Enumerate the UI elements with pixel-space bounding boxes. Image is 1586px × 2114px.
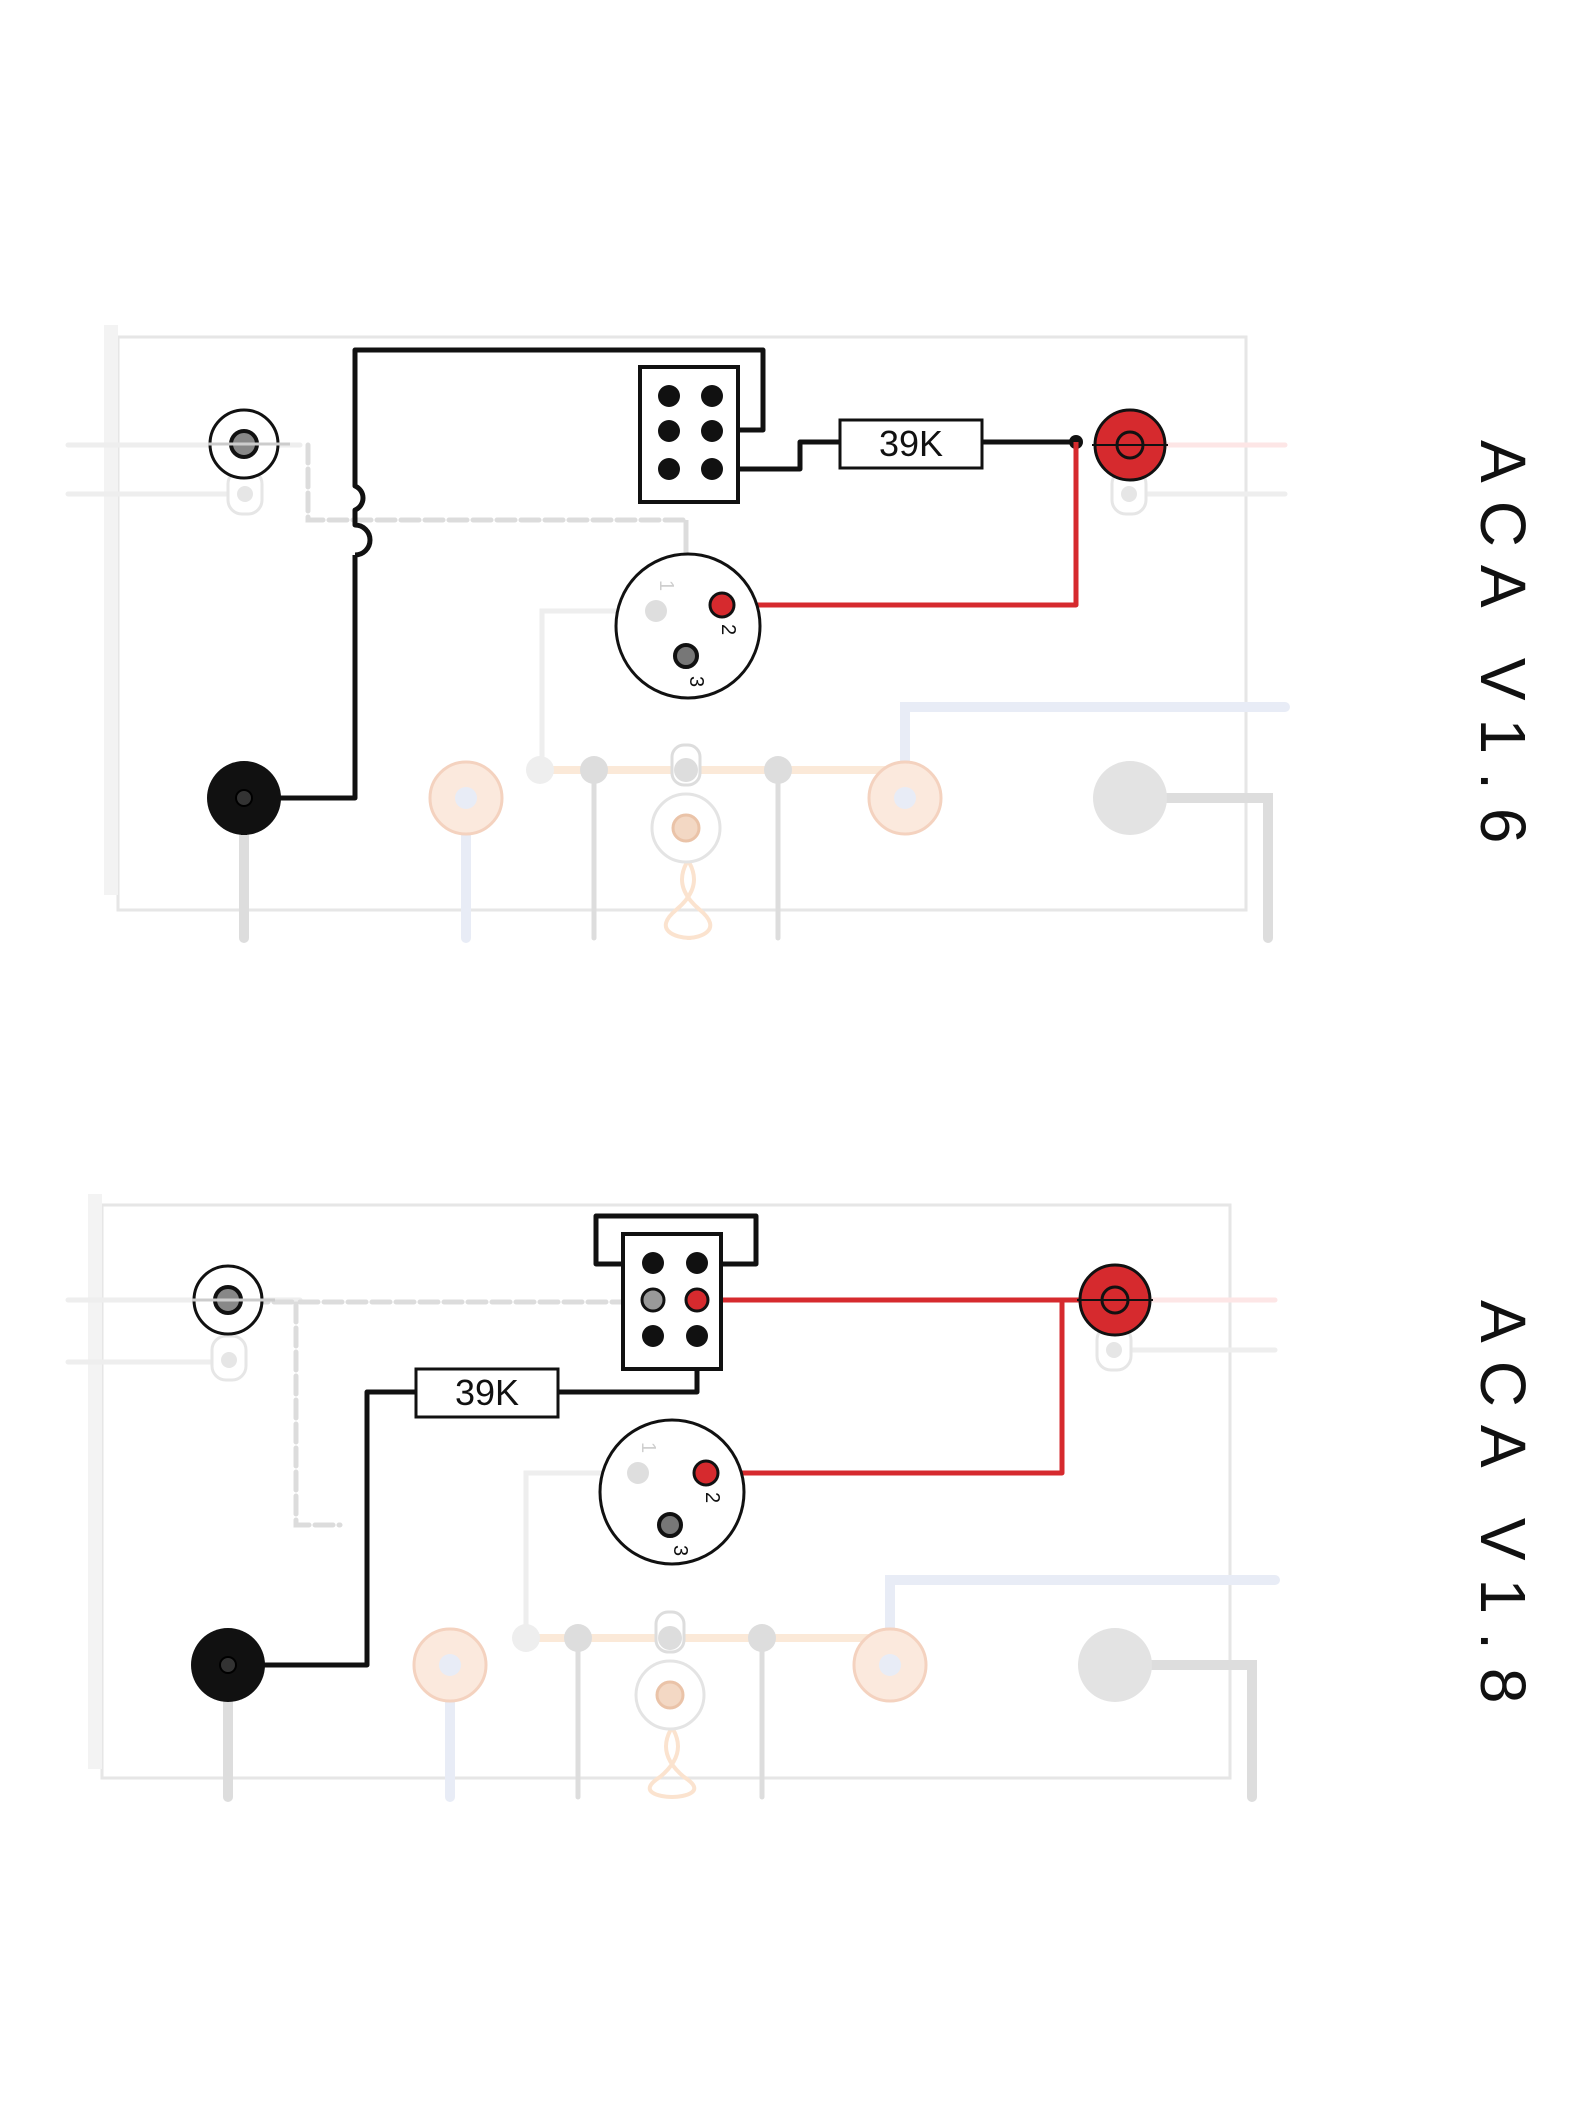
xlr-pin-3-label: 3 bbox=[685, 676, 707, 687]
red-wire bbox=[722, 442, 1079, 608]
six-pin-header bbox=[621, 1232, 723, 1371]
jack-black bbox=[207, 761, 281, 835]
xlr-pin-3-label: 3 bbox=[669, 1545, 691, 1556]
jack-red bbox=[1092, 408, 1168, 482]
xlr-pin-1-label: 1 bbox=[637, 1442, 659, 1453]
red-wire bbox=[697, 1297, 1115, 1476]
faded-jacks bbox=[210, 1324, 1152, 1731]
diagram-v1-6: 39K 1 2 3 bbox=[65, 325, 1290, 943]
resistor-label: 39K bbox=[455, 1372, 519, 1413]
diagram-title-v1-8: ACA V1.8 bbox=[1467, 1300, 1539, 1722]
jack-black bbox=[191, 1628, 265, 1702]
xlr-pin-2-label: 2 bbox=[701, 1492, 723, 1503]
jack-top-left bbox=[208, 408, 290, 480]
faded-jacks bbox=[226, 468, 1167, 864]
resistor-39k bbox=[838, 418, 984, 470]
resistor-label: 39K bbox=[879, 423, 943, 464]
xlr-connector: 1 2 3 bbox=[598, 1418, 746, 1566]
xlr-pin-2-label: 2 bbox=[717, 624, 739, 635]
resistor-39k bbox=[414, 1367, 560, 1419]
jack-top-left bbox=[192, 1264, 275, 1336]
six-pin-header bbox=[638, 365, 740, 504]
diagram-title-v1-6: ACA V1.6 bbox=[1467, 440, 1539, 862]
diagram-v1-8: 39K 1 2 3 bbox=[65, 1194, 1280, 1802]
jack-red bbox=[1077, 1263, 1153, 1337]
xlr-connector: 1 2 3 bbox=[614, 552, 762, 700]
xlr-pin-1-label: 1 bbox=[655, 580, 677, 591]
